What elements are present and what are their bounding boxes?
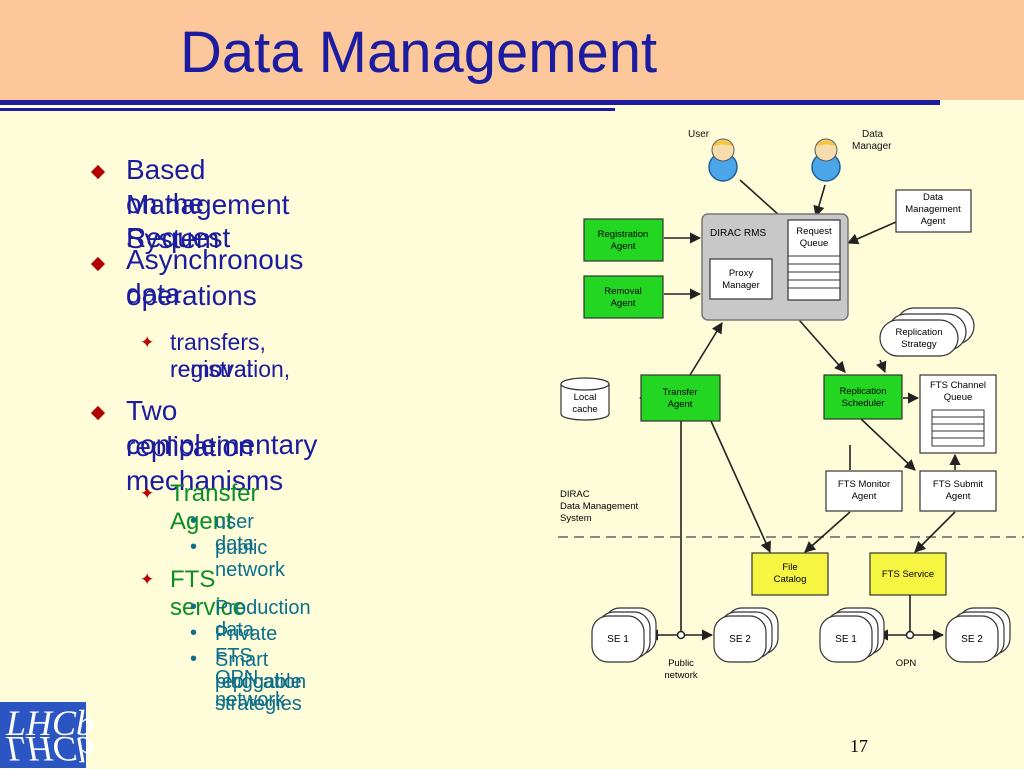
bullet-2-sub1-line2: removal [170,356,252,382]
fts-submit-agent-label: Agent [946,491,971,502]
queue-slots [931,409,985,447]
transfer-agent-label: Transfer [662,387,697,398]
dm-agent-box [895,189,972,233]
request-queue-box [787,219,841,301]
request-queue-label: Request [796,226,832,237]
dm-agent-label: Agent [921,216,946,227]
dirac-rms-label: DIRAC RMS [710,228,766,239]
dm-agent-label: Management [905,204,961,215]
logo-text-reflection: LHCb [6,729,95,769]
removal-agent-label: Removal [604,286,642,297]
bullet-2-line2: operations [126,280,257,311]
proxy-manager-box [709,258,773,300]
list-item: Smart pluggable [215,649,302,693]
bullet-1-line2: Management System [126,189,290,254]
list-item: public network [215,537,286,581]
bullet-3-line2: replication mechanisms [126,431,284,496]
page-number: 17 [850,736,868,756]
dot-bullet-icon: • [190,596,198,618]
dms-boundary-label: Data Management [560,501,639,512]
replication-scheduler-label: Scheduler [842,398,885,409]
fts-monitor-agent-box [825,470,903,512]
user-label: User [688,129,710,140]
registration-agent-label: Agent [611,241,636,252]
bullet-3-line1: Two complementary [126,395,318,460]
fts-channel-queue-label: FTS Channel [930,380,986,391]
removal-agent-box [583,275,664,319]
dms-boundary-label: DIRAC [560,489,590,500]
se-stack-public-2 [713,607,779,663]
fts-service-box [869,552,947,596]
network-node [676,630,686,640]
list-item: user data [215,511,254,555]
dot-bullet-icon: • [190,510,198,532]
list-item: replication strategies [215,671,307,715]
lhcb-logo: LHCb LHCb [0,702,94,769]
logo-text: LHCb [6,703,95,743]
proxy-manager-label: Manager [722,280,760,291]
opn-label: OPN [896,658,917,669]
user-icon [708,138,738,182]
se2-label: SE 2 [961,634,983,645]
network-node [905,630,915,640]
fts-monitor-agent-label: Agent [852,491,877,502]
title-bar [0,0,1024,100]
bullet-3-sub1: Transfer Agent [170,480,259,535]
file-catalog-label: Catalog [774,574,807,585]
title-underline-secondary [0,108,615,111]
se-stack-opn-2 [945,607,1011,663]
transfer-agent-box [640,374,721,422]
public-network-label: network [664,670,698,681]
public-network-label: Public [668,658,694,669]
replication-strategy-stack [879,307,975,357]
fts-service-label: FTS Service [882,569,934,580]
bullet-2-sub1-line1: transfers, registration, [170,329,291,382]
data-manager-label: Data [862,129,884,140]
registration-agent-box [583,218,664,262]
dot-bullet-icon: • [190,536,198,558]
star-bullet-icon: ✦ [140,570,155,589]
data-manager-icon [811,138,841,182]
local-cache-label: cache [572,404,597,415]
bullet-2-line1: Asynchronous data [126,244,304,309]
se1-label: SE 1 [835,634,857,645]
fts-monitor-agent-label: FTS Monitor [838,479,890,490]
file-catalog-box [751,552,829,596]
replication-strategy-label: Strategy [901,339,937,350]
se-stack-opn-1 [819,607,885,663]
removal-agent-label: Agent [611,298,636,309]
replication-strategy-label: Replication [896,327,943,338]
dot-bullet-icon: • [190,622,198,644]
registration-agent-label: Registration [598,229,649,240]
se1-label: SE 1 [607,634,629,645]
slide-title: Data Management [180,20,658,85]
replication-scheduler-box [823,374,903,420]
star-bullet-icon: ✦ [140,333,155,352]
proxy-manager-label: Proxy [729,268,754,279]
dms-boundary-label: System [560,513,592,524]
file-catalog-label: File [782,562,797,573]
replication-scheduler-label: Replication [840,386,887,397]
list-item: Private FTS OPN network [215,623,286,711]
fts-channel-queue-label: Queue [944,392,973,403]
dot-bullet-icon: • [190,648,198,670]
request-queue-label: Queue [800,238,829,249]
bullet-1-line1: Based on the Request [126,154,231,253]
queue-slots [788,255,840,289]
list-item: Production data [215,597,311,641]
se2-label: SE 2 [729,634,751,645]
data-manager-label: Manager [852,141,892,152]
title-underline [0,100,940,105]
se-stack-public-1 [591,607,657,663]
dm-agent-label: Data [923,192,944,203]
star-bullet-icon: ✦ [140,484,155,503]
fts-submit-agent-box [919,470,997,512]
transfer-agent-label: Agent [668,399,693,410]
fts-submit-agent-label: FTS Submit [933,479,984,490]
local-cache-cylinder [560,377,610,421]
bullet-3-sub2: FTS service [170,566,247,621]
local-cache-label: Local [574,392,597,403]
